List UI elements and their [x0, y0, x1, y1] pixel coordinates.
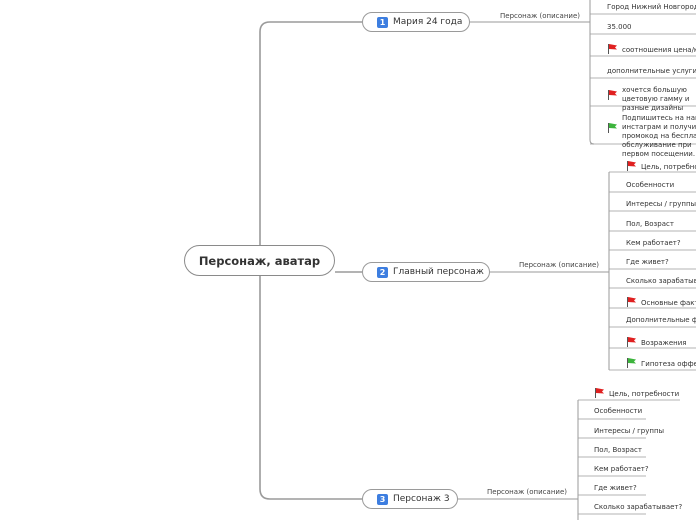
leaf-item[interactable]: Цель, потребности — [626, 160, 696, 172]
leaf-item[interactable]: Гипотеза оффера — [626, 357, 696, 369]
branch-label: Персонаж 3 — [393, 494, 450, 504]
leaf-item[interactable]: 35.000 — [607, 23, 632, 31]
badge-2: 2 — [377, 266, 388, 278]
leaf-item[interactable]: Дополнительные факторы — [626, 316, 696, 324]
leaf-item[interactable]: Особенности — [594, 407, 643, 415]
root-label: Персонаж, аватар — [198, 253, 321, 268]
leaf-item[interactable]: Возражения — [626, 336, 687, 348]
leaf-item[interactable]: Сколько зарабатывает? — [594, 503, 683, 511]
branch-label: Мария 24 года — [393, 17, 463, 27]
badge-1: 1 — [377, 16, 388, 28]
leaf-item[interactable]: Где живет? — [594, 484, 637, 492]
branch-character-3[interactable]: 3 Персонаж 3 — [362, 489, 458, 509]
red-flag-icon — [594, 387, 605, 398]
relation-label: Персонаж (описание) — [487, 488, 567, 496]
green-flag-icon — [607, 122, 618, 133]
branch-main-character[interactable]: 2 Главный персонаж — [362, 262, 490, 282]
leaf-item[interactable]: Особенности — [626, 181, 675, 189]
badge-3: 3 — [377, 493, 388, 505]
red-flag-icon — [607, 43, 618, 54]
leaf-item[interactable]: дополнительные услуги — [607, 67, 696, 75]
leaf-item[interactable]: Где живет? — [626, 258, 669, 266]
leaf-item[interactable]: соотношения цена/качество — [607, 43, 696, 55]
leaf-item[interactable]: Город Нижний Новгород — [607, 3, 696, 11]
root-node[interactable]: Персонаж, аватар — [184, 245, 335, 276]
branch-label: Главный персонаж — [393, 267, 484, 277]
red-flag-icon — [626, 296, 637, 307]
leaf-item[interactable]: Интересы / группы — [626, 200, 696, 208]
leaf-item[interactable]: Пол, Возраст — [626, 220, 674, 228]
leaf-item[interactable]: Подпишитесь на наш инстаграм и получите … — [607, 114, 696, 159]
leaf-item[interactable]: Цель, потребности — [594, 387, 679, 399]
branch-maria[interactable]: 1 Мария 24 года — [362, 12, 470, 32]
leaf-item[interactable]: Сколько зарабатывает? — [626, 277, 696, 285]
leaf-item[interactable]: Основные факторы — [626, 296, 696, 308]
relation-label: Персонаж (описание) — [519, 261, 599, 269]
red-flag-icon — [626, 160, 637, 171]
leaf-item[interactable]: Пол, Возраст — [594, 446, 642, 454]
leaf-item[interactable]: Кем работает? — [594, 465, 649, 473]
red-flag-icon — [607, 89, 618, 100]
leaf-item[interactable]: Интересы / группы — [594, 427, 665, 435]
green-flag-icon — [626, 357, 637, 368]
relation-label: Персонаж (описание) — [500, 12, 580, 20]
red-flag-icon — [626, 336, 637, 347]
leaf-item[interactable]: хочется большую цветовую гамму и разные … — [607, 86, 696, 113]
leaf-item[interactable]: Кем работает? — [626, 239, 681, 247]
